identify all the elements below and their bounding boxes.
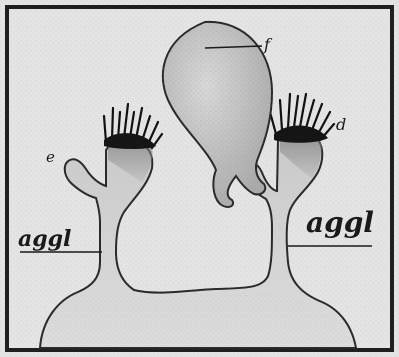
label-e: e [46,148,55,166]
label-d: d [336,115,346,134]
label-aggl-right: aggl [306,206,374,239]
label-aggl-left: aggl [18,226,71,252]
